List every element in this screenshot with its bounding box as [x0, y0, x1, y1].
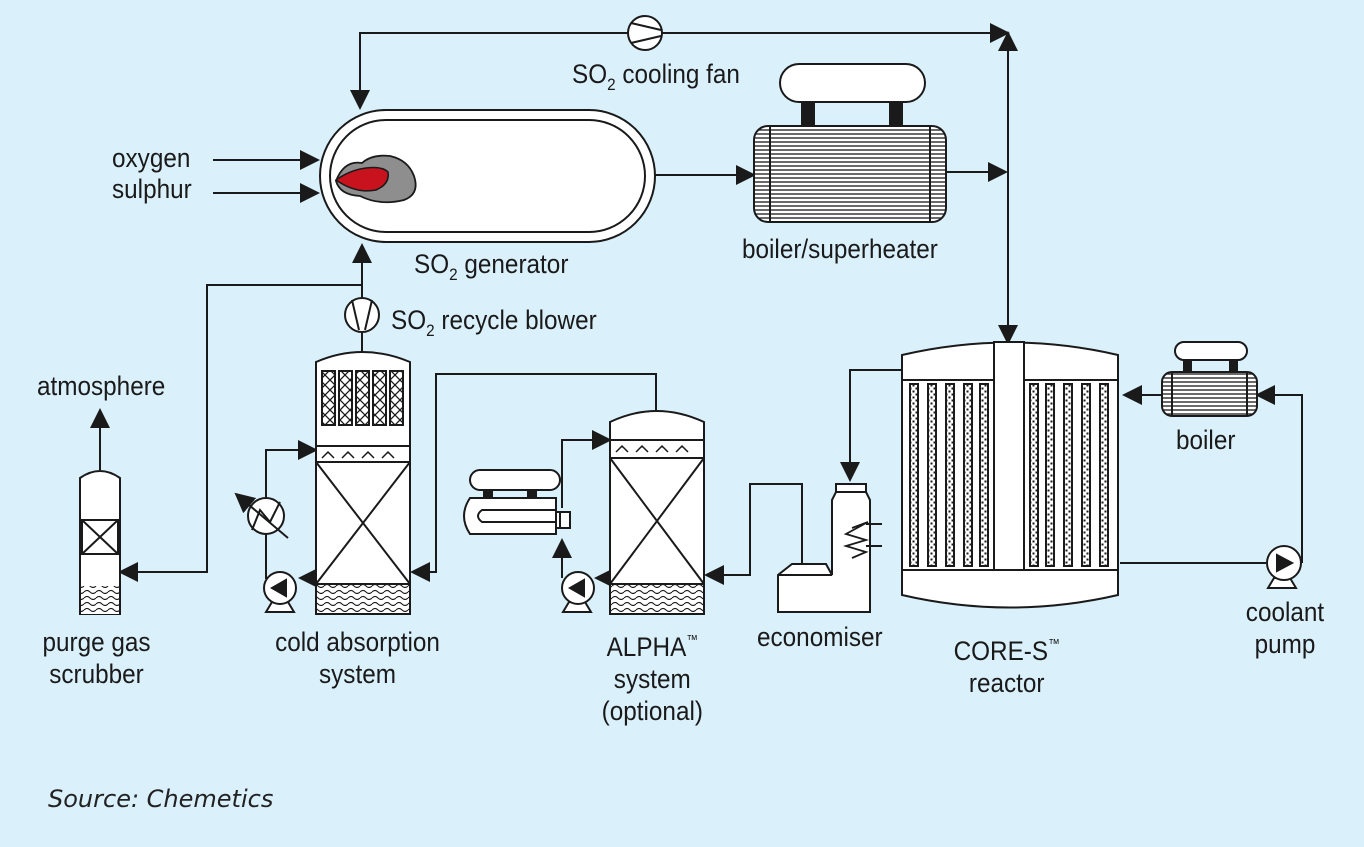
alpha-to-cold-line: [410, 373, 657, 582]
so2-recycle-blower-label: SO2 recycle blower: [391, 305, 597, 340]
economiser-label: economiser: [757, 622, 883, 652]
purge-gas-scrubber: [79, 470, 121, 615]
sulphur-label: sulphur: [112, 174, 192, 204]
coolant-loop-line: [1120, 385, 1303, 564]
economiser-to-alpha-line: [704, 483, 803, 585]
fan-loop-line: [350, 23, 1018, 345]
so2-cooling-fan-icon: [627, 15, 663, 51]
so2-cooling-fan-label: SO2 cooling fan: [572, 59, 740, 94]
alpha-system-label: ALPHA™ system (optional): [601, 632, 703, 726]
so2-generator-label: SO2 generator: [414, 249, 569, 284]
generator-to-boiler-line: [652, 162, 1008, 185]
economiser: [777, 483, 882, 613]
coolant-pump-icon: [1266, 545, 1302, 589]
alpha-pump-icon: [561, 571, 595, 613]
source-caption: Source: Chemetics: [48, 785, 274, 813]
boiler-label: boiler: [1176, 425, 1236, 455]
alpha-circulation-line: [552, 430, 614, 588]
cold-absorption-pump-icon: [263, 571, 297, 613]
core-s-reactor-label: CORE-S™ reactor: [953, 636, 1060, 698]
boiler: [1161, 341, 1258, 417]
atmosphere-label: atmosphere: [37, 371, 166, 401]
cold-absorption-cooler-icon: [234, 492, 289, 539]
boiler-superheater: [753, 63, 947, 223]
so2-generator: [319, 109, 656, 243]
cold-absorption-tower: [315, 351, 411, 615]
core-s-reactor: [901, 341, 1119, 609]
boiler-superheater-label: boiler/superheater: [742, 234, 938, 264]
so2-recycle-blower-icon: [344, 297, 380, 333]
reactor-to-economiser-line: [840, 369, 904, 482]
molten-sulphur-icon: [334, 166, 389, 192]
oxygen-label: oxygen: [112, 143, 191, 173]
feed-lines: [213, 150, 320, 203]
alpha-heat-exchanger-icon: [463, 469, 571, 535]
recycle-blower-line: [118, 243, 372, 582]
alpha-tower: [609, 410, 705, 615]
